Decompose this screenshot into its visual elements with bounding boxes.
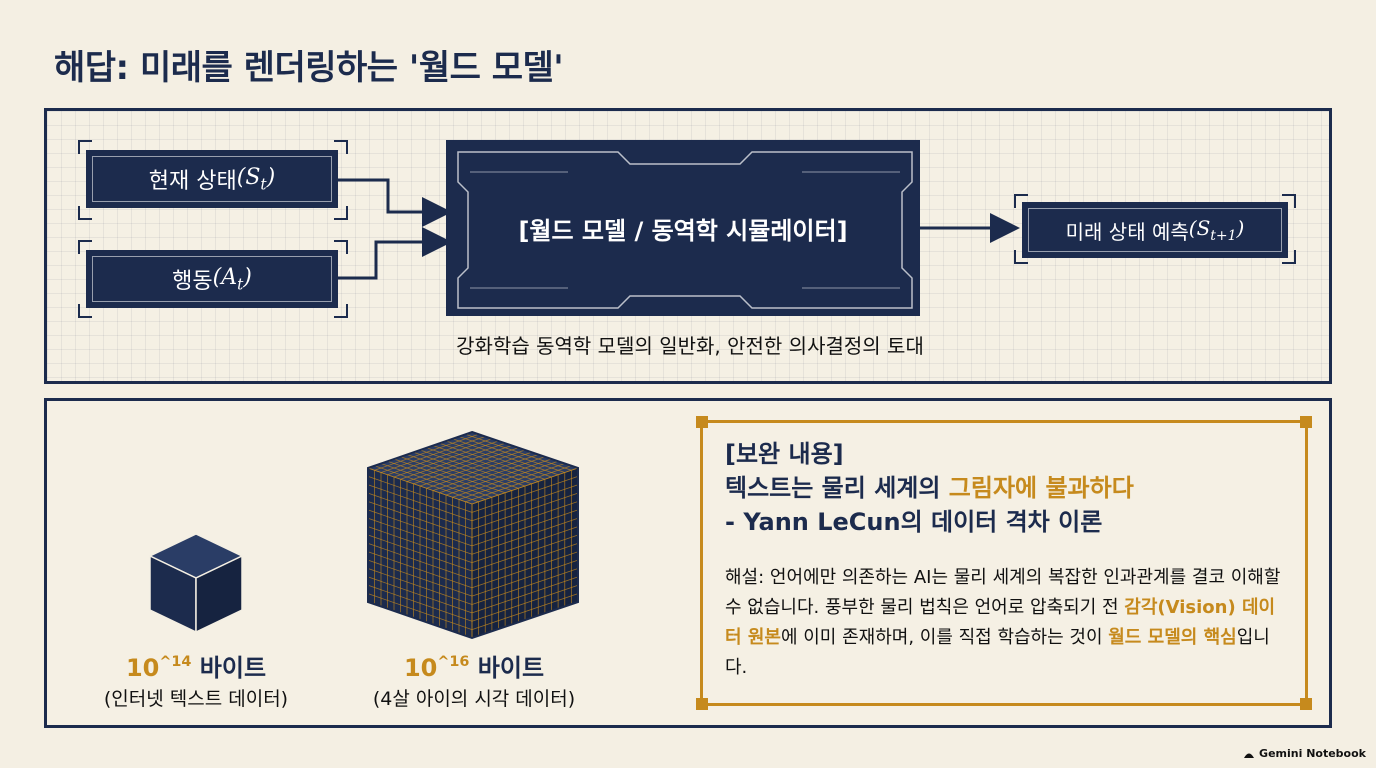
action-symbol: (At) xyxy=(212,264,252,294)
current-state-label: 현재 상태 xyxy=(148,169,237,194)
prediction-box: 미래 상태 예측 (St+1) xyxy=(1022,202,1288,258)
page-title: 해답: 미래를 렌더링하는 '월드 모델' xyxy=(54,48,564,88)
prediction-label: 미래 상태 예측 xyxy=(1065,219,1189,244)
world-model-label: [월드 모델 / 동역학 시뮬레이터] xyxy=(518,216,848,245)
world-model-frame-ornament xyxy=(457,151,913,309)
note-tag: [보완 내용] xyxy=(725,440,844,468)
world-model-box: [월드 모델 / 동역학 시뮬레이터] xyxy=(446,140,920,316)
brand-mark: Gemini Notebook xyxy=(1243,747,1366,760)
data-gap-panel xyxy=(44,398,1332,728)
large-cube-desc: (4살 아이의 시각 데이터) xyxy=(372,688,576,710)
note-body: 해설: 언어에만 의존하는 AI는 물리 세계의 복잡한 인과관계를 결코 이해… xyxy=(725,567,1281,678)
action-label: 행동 xyxy=(172,269,213,294)
prediction-symbol: (St+1) xyxy=(1188,216,1245,244)
note-heading-line2: - Yann LeCun의 데이터 격차 이론 xyxy=(725,508,1103,536)
action-box: 행동 (At) xyxy=(86,250,338,308)
large-cube-size: 10^16 바이트 xyxy=(403,653,545,682)
arrow-action-to-model xyxy=(338,227,452,280)
small-cube-graphic xyxy=(148,533,244,634)
brand-name: Gemini Notebook xyxy=(1259,747,1366,760)
diagram-caption: 강화학습 동역학 모델의 일반화, 안전한 의사결정의 토대 xyxy=(456,334,924,358)
supplement-note: [보완 내용] 텍스트는 물리 세계의 그림자에 불과하다 - Yann LeC… xyxy=(696,416,1312,710)
small-cube-desc: (인터넷 텍스트 데이터) xyxy=(103,688,289,710)
current-state-symbol: (St) xyxy=(236,164,276,194)
notebook-logo-icon xyxy=(1244,753,1255,758)
arrow-state-to-model xyxy=(338,178,452,227)
current-state-box: 현재 상태 (St) xyxy=(86,150,338,208)
small-cube-size: 10^14 바이트 xyxy=(125,653,267,682)
large-cube-graphic xyxy=(367,430,579,640)
note-heading-line1: 텍스트는 물리 세계의 그림자에 불과하다 xyxy=(725,474,1134,502)
